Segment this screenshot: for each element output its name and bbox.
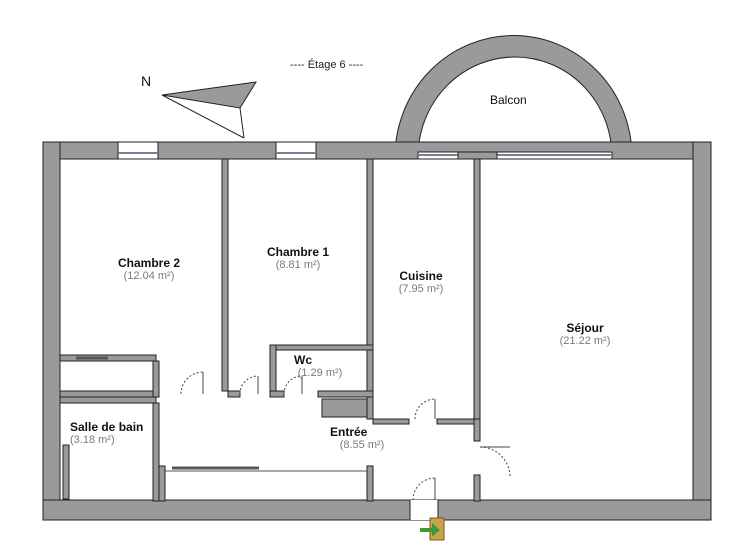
room-area: (8.81 m²) bbox=[275, 259, 321, 271]
entrance-door-icon bbox=[409, 500, 445, 541]
closets bbox=[62, 356, 368, 500]
room-area: (21.22 m²) bbox=[559, 335, 611, 347]
room-name: Cuisine bbox=[399, 269, 443, 283]
interior-walls bbox=[59, 158, 481, 502]
outer-walls bbox=[42, 141, 712, 521]
room-cuisine: Cuisine (7.95 m²) bbox=[387, 269, 455, 295]
room-name: Entrée bbox=[330, 425, 368, 439]
room-area: (1.29 m²) bbox=[297, 367, 343, 379]
floor-label: ---- Étage 6 ---- bbox=[290, 59, 364, 71]
room-chambre-2: Chambre 2 (12.04 m²) bbox=[106, 256, 192, 282]
room-wc: Wc (1.29 m²) bbox=[290, 353, 350, 379]
room-area: (12.04 m²) bbox=[123, 270, 175, 282]
door-swings bbox=[180, 371, 511, 501]
room-name: Salle de bain bbox=[70, 420, 144, 434]
room-name: Chambre 2 bbox=[117, 256, 181, 270]
room-name: Séjour bbox=[566, 321, 604, 335]
compass-icon bbox=[161, 81, 257, 139]
room-sejour: Séjour (21.22 m²) bbox=[545, 321, 625, 347]
room-area: (7.95 m²) bbox=[398, 283, 444, 295]
windows bbox=[117, 141, 613, 160]
room-salle-de-bain: Salle de bain (3.18 m²) bbox=[70, 420, 162, 446]
room-name: Wc bbox=[294, 353, 312, 367]
room-area: (3.18 m²) bbox=[70, 434, 115, 446]
room-entree: Entrée (8.55 m²) bbox=[330, 425, 394, 451]
room-area: (8.55 m²) bbox=[339, 439, 385, 451]
north-label: N bbox=[141, 73, 152, 89]
room-name: Chambre 1 bbox=[266, 245, 330, 259]
room-chambre-1: Chambre 1 (8.81 m²) bbox=[260, 245, 336, 271]
balcony-label: Balcon bbox=[490, 93, 527, 107]
